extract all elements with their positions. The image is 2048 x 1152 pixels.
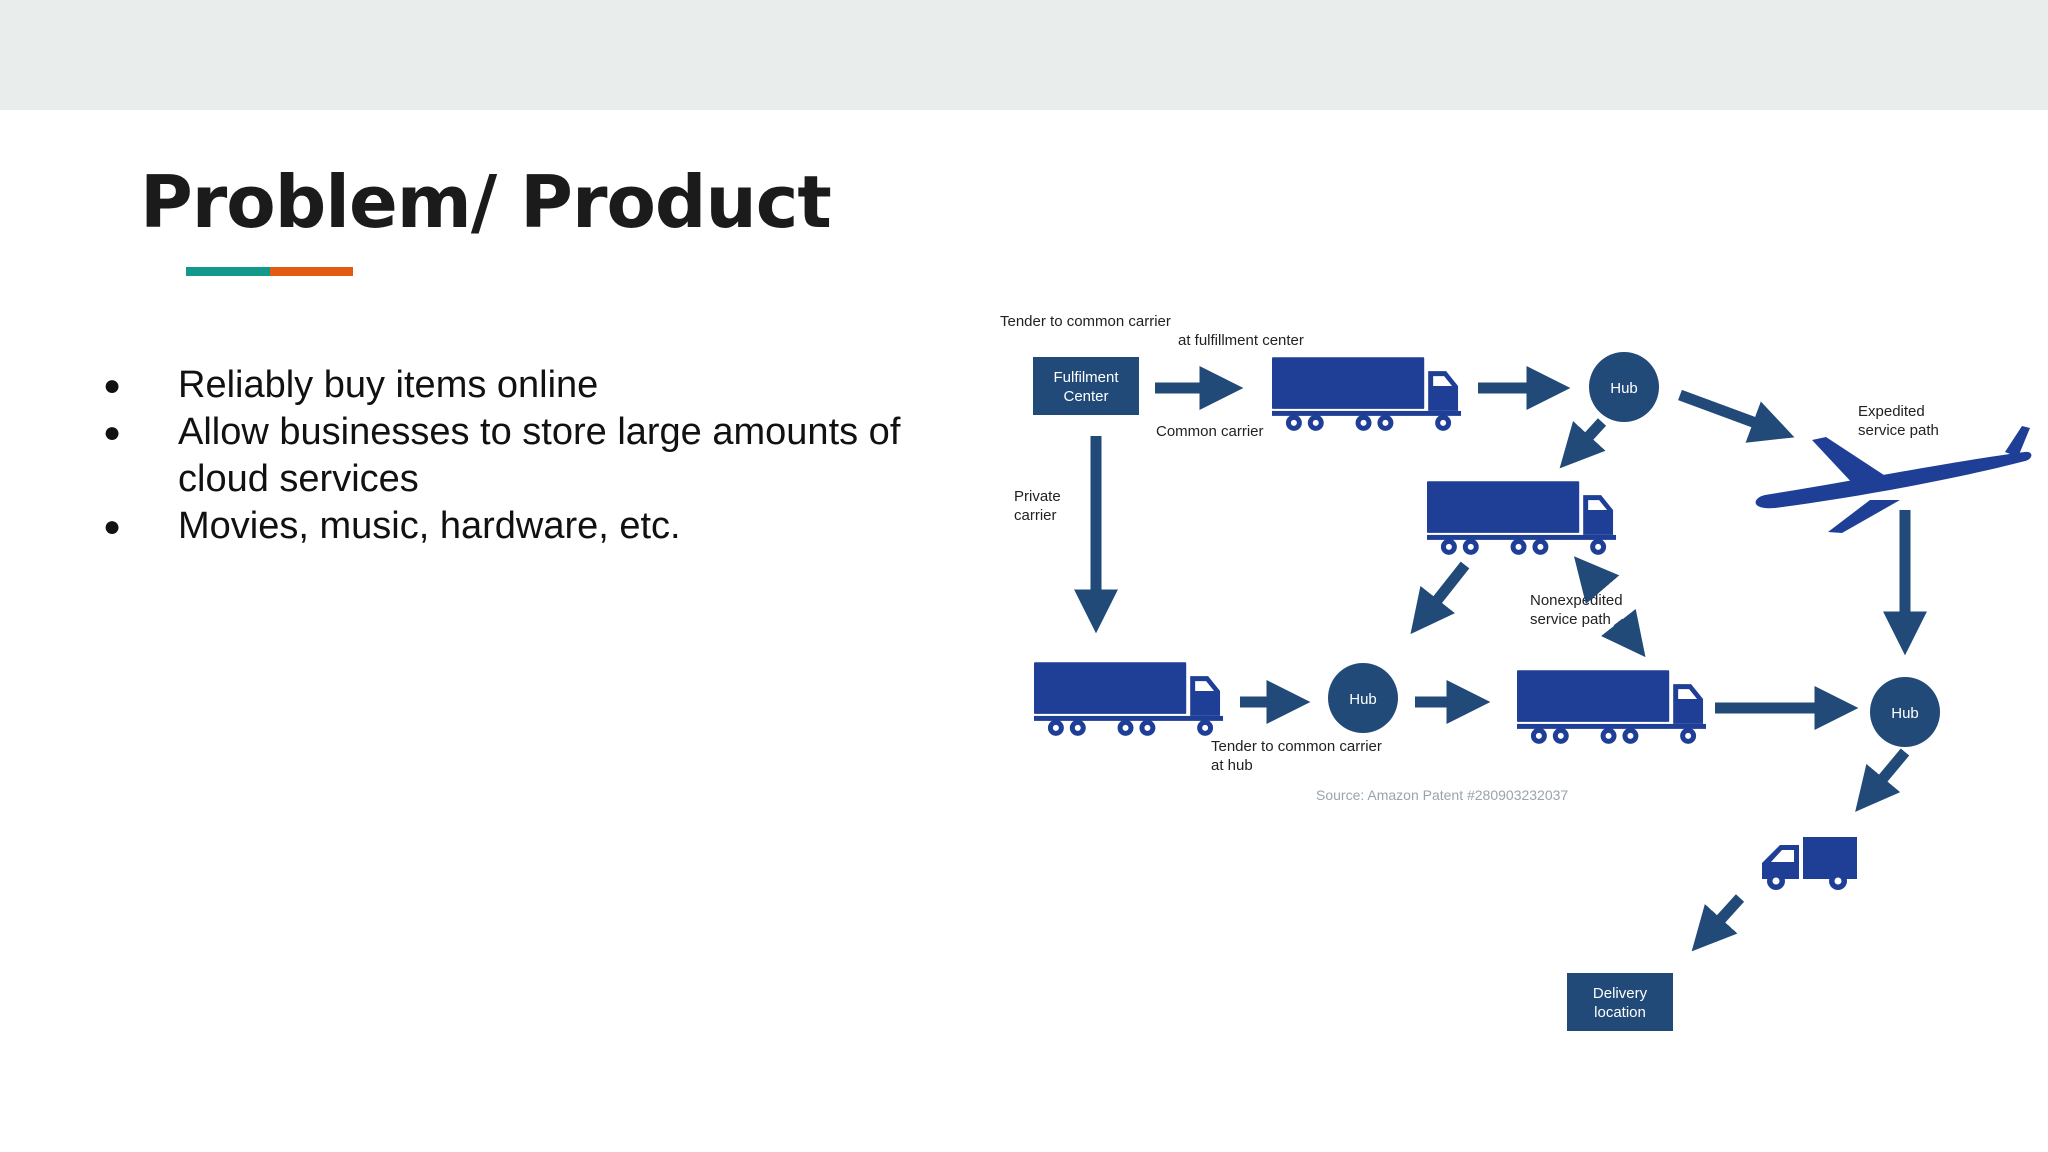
fulfilment-center-label-1: Fulfilment xyxy=(1053,369,1119,386)
tender-hub-label-1: Tender to common carrier xyxy=(1211,738,1382,755)
svg-text:Delivery: Delivery xyxy=(1593,985,1648,1002)
bullet-item: ●Allow businesses to store large amounts… xyxy=(103,411,901,500)
arrow xyxy=(1678,389,1795,443)
arrow xyxy=(1559,418,1607,469)
expedited-label-1: Expedited xyxy=(1858,403,1925,420)
delivery-location-box: Delivery location xyxy=(1567,973,1673,1031)
bullet-dot-icon: ● xyxy=(103,510,122,543)
arrow xyxy=(1855,748,1910,812)
svg-text:Hub: Hub xyxy=(1610,380,1638,397)
expedited-label-2: service path xyxy=(1858,422,1939,439)
source-caption: Source: Amazon Patent #280903232037 xyxy=(1316,787,1568,803)
private-carrier-label-1: Private xyxy=(1014,488,1061,505)
bullet-dot-icon: ● xyxy=(103,369,122,402)
shipping-diagram: Fulfilment Center Tender to common carri… xyxy=(1000,313,2032,1031)
top-band xyxy=(0,0,2048,110)
svg-text:Hub: Hub xyxy=(1349,691,1377,708)
truck-icon xyxy=(1034,662,1224,736)
arrow xyxy=(1691,894,1745,952)
private-carrier-label-2: carrier xyxy=(1014,507,1057,524)
nonexpedited-label-2: service path xyxy=(1530,611,1611,628)
tender-fc-label-2: at fulfillment center xyxy=(1178,332,1304,349)
slide-title: Problem/ Product xyxy=(140,160,832,244)
truck-icon xyxy=(1272,357,1462,431)
truck-icon xyxy=(1427,481,1617,555)
tender-hub-label-2: at hub xyxy=(1211,757,1253,774)
hub-node: Hub xyxy=(1589,352,1659,422)
bullet-item: ●Movies, music, hardware, etc. xyxy=(103,503,963,550)
accent-bar-orange xyxy=(270,267,353,276)
truck-icon xyxy=(1517,670,1707,744)
hub-node: Hub xyxy=(1870,677,1940,747)
bullet-list: ●Reliably buy items online ●Allow busine… xyxy=(103,362,963,550)
airplane-icon xyxy=(1755,426,2032,533)
fulfilment-center-box: Fulfilment Center xyxy=(1033,357,1139,415)
bullet-dot-icon: ● xyxy=(103,416,122,449)
fulfilment-center-label-2: Center xyxy=(1063,388,1108,405)
arrow xyxy=(1410,561,1470,635)
tender-fc-label-1: Tender to common carrier xyxy=(1000,313,1171,330)
arrow xyxy=(1573,556,1620,605)
delivery-van-icon xyxy=(1762,837,1857,890)
hub-node: Hub xyxy=(1328,663,1398,733)
bullet-item: ●Reliably buy items online xyxy=(103,362,963,409)
accent-bar-teal xyxy=(186,267,270,276)
common-carrier-label: Common carrier xyxy=(1156,423,1264,440)
svg-text:location: location xyxy=(1594,1004,1646,1021)
svg-text:Hub: Hub xyxy=(1891,705,1919,722)
nonexpedited-label-1: Nonexpedited xyxy=(1530,592,1623,609)
arrow xyxy=(1601,608,1646,658)
